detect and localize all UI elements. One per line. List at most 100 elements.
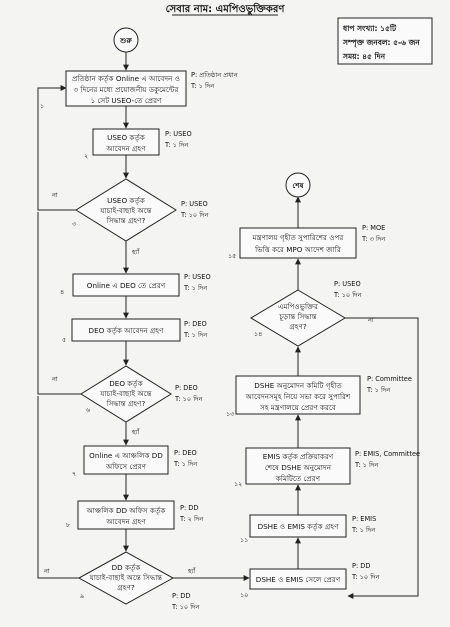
no-label-9: না: [43, 567, 50, 575]
svg-text:মন্ত্রণালয় গৃহীত সুপারিশের ওপ: মন্ত্রণালয় গৃহীত সুপারিশের ওপর: [252, 233, 344, 242]
step-6-number: ৬: [86, 406, 90, 414]
step-4-number: ৪: [60, 288, 64, 296]
svg-text:১ সেট USEO-তে প্রেরণ: ১ সেট USEO-তে প্রেরণ: [91, 96, 162, 105]
svg-text:আবেদন গ্রহণ: আবেদন গ্রহণ: [105, 144, 146, 153]
info-people: সম্পৃক্ত জনবল: ৫-৬ জন: [342, 38, 421, 48]
step-4-person: P: USEO: [184, 273, 211, 281]
svg-text:যাচাই-বাছাই অন্তে সিদ্ধান্ত: যাচাই-বাছাই অন্তে সিদ্ধান্ত: [89, 573, 163, 582]
page-title: সেবার নাম: এমপিওভুক্তিকরণ: [166, 2, 286, 16]
svg-text:গ্রহণ?: গ্রহণ?: [117, 583, 135, 592]
step-13-number: ১৩: [226, 410, 234, 418]
step-5: DEO কর্তৃক আবেদন গ্রহণ ৫ P: DEO T: ১ দিন: [62, 318, 208, 344]
step-3-number: ৩: [72, 220, 76, 228]
step-6-person: P: DEO: [175, 384, 198, 392]
svg-text:ভিত্তি করে MPO আদেশ জারি: ভিত্তি করে MPO আদেশ জারি: [254, 245, 341, 254]
info-steps: ধাপ সংখ্যা: ১৫টি: [343, 22, 397, 33]
svg-text:আবেদন গ্রহণ: আবেদন গ্রহণ: [105, 517, 146, 526]
yes-label-3: হ্যাঁ: [131, 248, 140, 256]
svg-text:DSHE ও EMIS কর্তৃক গ্রহণ: DSHE ও EMIS কর্তৃক গ্রহণ: [258, 522, 340, 531]
step-1: প্রতিষ্ঠান কর্তৃক Online এ আবেদন ও ৩ দিন…: [40, 70, 239, 110]
svg-text:DEO কর্তৃক: DEO কর্তৃক: [109, 379, 142, 388]
no-label-3: না: [51, 191, 58, 199]
svg-text:EMIS কর্তৃক প্রক্রিয়াকরণ: EMIS কর্তৃক প্রক্রিয়াকরণ: [263, 452, 334, 461]
step-14-number: ১৪: [254, 330, 262, 338]
svg-text:DSHE ও EMIS সেলে প্রেরণ: DSHE ও EMIS সেলে প্রেরণ: [256, 575, 341, 584]
step-3-person: P: USEO: [181, 200, 208, 208]
step-1-time: T: ১ দিন: [190, 82, 215, 90]
end-node: শেষ: [285, 172, 311, 198]
step-11-number: ১১: [240, 536, 248, 544]
svg-text:সিদ্ধান্ত গ্রহণ?: সিদ্ধান্ত গ্রহণ?: [106, 216, 146, 225]
step-3-decision: USEO কর্তৃক যাচাই-বাছাই অন্তে সিদ্ধান্ত …: [72, 178, 210, 242]
step-8-number: ৮: [66, 521, 70, 529]
svg-text:এমপিওভুক্তির: এমপিওভুক্তির: [278, 302, 318, 311]
step-8-time: T: ২ দিন: [179, 515, 204, 523]
step-14-time: T: ১০ দিন: [333, 291, 363, 299]
svg-text:গ্রহণ?: গ্রহণ?: [289, 322, 307, 331]
svg-text:শেষে DSHE অনুমোদন: শেষে DSHE অনুমোদন: [265, 463, 332, 472]
svg-text:DEO কর্তৃক আবেদন গ্রহণ: DEO কর্তৃক আবেদন গ্রহণ: [89, 326, 165, 335]
step-15-person: P: MOE: [362, 224, 385, 232]
step-12-number: ১২: [234, 480, 242, 488]
step-9-time: T: ১০ দিন: [171, 603, 201, 611]
step-5-number: ৫: [62, 336, 66, 344]
step-10-number: ১০: [240, 591, 248, 599]
step-7-person: P: DEO: [174, 449, 197, 457]
step-9-decision: DD কর্তৃক যাচাই-বাছাই অন্তে সিদ্ধান্ত গ্…: [77, 551, 201, 611]
step-12-time: T: ১ দিন: [354, 461, 379, 469]
step-1-person: P: প্রতিষ্ঠান প্রধান: [191, 70, 239, 79]
step-10-time: T: ১০ দিন: [351, 573, 381, 581]
step-14-decision: এমপিওভুক্তির চূড়ান্ত সিদ্ধান্ত গ্রহণ? ১…: [250, 280, 363, 347]
step-13-person: P: Committee: [367, 375, 412, 383]
step-12-person: P: EMIS, Committee: [355, 450, 420, 458]
yes-label-9: হ্যাঁ: [187, 567, 196, 575]
step-2: USEO কর্তৃক আবেদন গ্রহণ ২ P: USEO T: ১ দ…: [84, 128, 192, 160]
step-6-time: T: ১০ দিন: [174, 395, 204, 403]
svg-text:DD কর্তৃক: DD কর্তৃক: [112, 563, 141, 572]
step-5-time: T: ১ দিন: [183, 331, 208, 339]
step-8-person: P: DD: [180, 504, 198, 512]
step-13: DSHE অনুমোদন কমিটি গৃহীত আবেদনসমূহ নিয়ে…: [226, 375, 412, 418]
step-10: DSHE ও EMIS সেলে প্রেরণ ১০ P: DD T: ১০ দ…: [240, 562, 381, 599]
svg-text:সহ মন্ত্রণালয়ে প্রেরণ করবে: সহ মন্ত্রণালয়ে প্রেরণ করবে: [259, 403, 336, 412]
svg-text:আঞ্চলিক DD অফিস কর্তৃক: আঞ্চলিক DD অফিস কর্তৃক: [86, 506, 166, 515]
step-12: EMIS কর্তৃক প্রক্রিয়াকরণ শেষে DSHE অনুম…: [234, 447, 420, 488]
svg-text:আবেদনসমূহ নিয়ে সভা করে সুপারি: আবেদনসমূহ নিয়ে সভা করে সুপারিশ: [245, 392, 351, 401]
svg-text:শেষ: শেষ: [292, 181, 304, 190]
step-9-number: ৯: [80, 592, 84, 600]
svg-text:প্রতিষ্ঠান কর্তৃক Online এ আবে: প্রতিষ্ঠান কর্তৃক Online এ আবেদন ও: [72, 74, 180, 83]
svg-text:সিদ্ধান্ত গ্রহণ?: সিদ্ধান্ত গ্রহণ?: [106, 399, 146, 408]
step-6-decision: DEO কর্তৃক যাচাই-বাছাই অন্তে সিদ্ধান্ত গ…: [80, 365, 204, 423]
step-10-person: P: DD: [352, 562, 370, 570]
start-node: শুরু: [113, 27, 139, 53]
step-1-number: ১: [40, 102, 44, 110]
step-9-person: P: DD: [172, 592, 190, 600]
step-7-time: T: ১ দিন: [173, 460, 198, 468]
info-time: সময়: ৪৫ দিন: [342, 51, 387, 61]
svg-text:৩ দিনের মধ্যে প্রয়োজনীয় ডকুম: ৩ দিনের মধ্যে প্রয়োজনীয় ডকুমেন্টের: [73, 85, 178, 94]
step-11-time: T: ১ দিন: [351, 526, 376, 534]
step-3-time: T: ১০ দিন: [180, 211, 210, 219]
yes-label-6: হ্যাঁ: [131, 428, 140, 436]
step-2-number: ২: [84, 152, 88, 160]
svg-text:চূড়ান্ত সিদ্ধান্ত: চূড়ান্ত সিদ্ধান্ত: [278, 312, 316, 321]
step-7: Online এ আঞ্চলিক DD অফিসে প্রেরণ ৭ P: DE…: [72, 445, 198, 478]
svg-text:Online এ আঞ্চলিক DD: Online এ আঞ্চলিক DD: [89, 451, 163, 460]
info-box: ধাপ সংখ্যা: ১৫টি সম্পৃক্ত জনবল: ৫-৬ জন স…: [337, 17, 433, 65]
svg-text:USEO কর্তৃক: USEO কর্তৃক: [107, 196, 145, 205]
svg-text:DSHE অনুমোদন কমিটি গৃহীত: DSHE অনুমোদন কমিটি গৃহীত: [254, 381, 342, 390]
svg-text:কমিটিতে প্রেরণ: কমিটিতে প্রেরণ: [275, 474, 321, 483]
step-2-person: P: USEO: [165, 130, 192, 138]
step-14-person: P: USEO: [334, 280, 361, 288]
step-15-number: ১৫: [228, 252, 236, 260]
step-13-time: T: ১ দিন: [366, 386, 391, 394]
svg-text:যাচাই-বাছাই অন্তে: যাচাই-বাছাই অন্তে: [99, 389, 151, 398]
step-2-time: T: ১ দিন: [164, 141, 189, 149]
step-4: Online এ DEO তে প্রেরণ ৪ P: USEO T: ১ দি…: [60, 273, 211, 297]
step-8: আঞ্চলিক DD অফিস কর্তৃক আবেদন গ্রহণ ৮ P: …: [66, 500, 204, 530]
step-15: মন্ত্রণালয় গৃহীত সুপারিশের ওপর ভিত্তি ক…: [228, 224, 386, 260]
step-5-person: P: DEO: [184, 320, 207, 328]
svg-text:Online এ DEO তে প্রেরণ: Online এ DEO তে প্রেরণ: [87, 281, 166, 290]
